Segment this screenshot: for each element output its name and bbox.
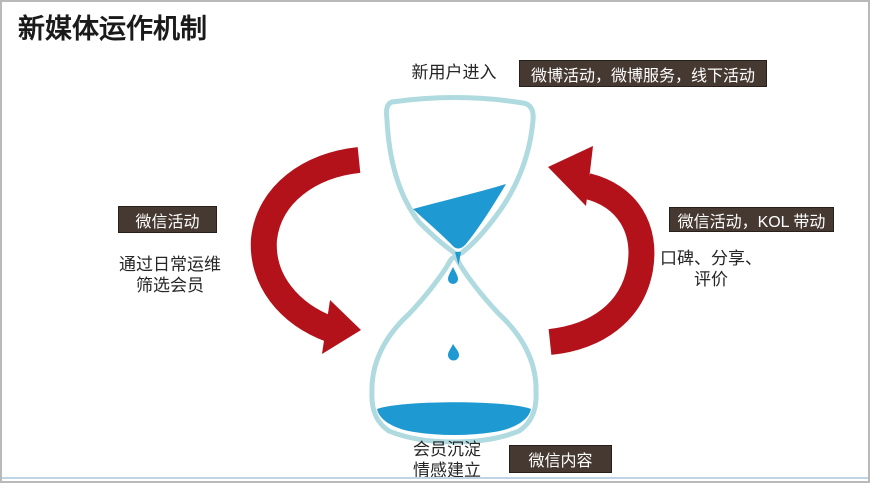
label-bottom-note: 会员沉淀 情感建立	[402, 439, 492, 481]
tag-wechat-content-text: 微信内容	[528, 453, 593, 470]
label-left-note-line1: 通过日常运维	[119, 255, 221, 274]
right-cycle-arrow-icon	[548, 146, 655, 355]
label-right-note: 口碑、分享、 评价	[651, 248, 771, 290]
tag-wechat-kol-text: 微信活动，KOL 带动	[677, 213, 826, 231]
tag-weibo-activities-text: 微博活动，微博服务，线下活动	[530, 67, 755, 85]
label-right-note-line2: 评价	[694, 270, 728, 289]
label-left-note-line2: 筛选会员	[136, 276, 204, 295]
label-bottom-note-line1: 会员沉淀	[413, 440, 481, 459]
left-cycle-arrow-icon	[250, 147, 361, 354]
hourglass-icon	[369, 95, 539, 445]
tag-wechat-activity-text: 微信活动	[135, 213, 200, 231]
tag-weibo-activities: 微博活动，微博服务，线下活动	[519, 60, 767, 87]
bottom-accent-line	[2, 477, 868, 479]
label-left-note: 通过日常运维 筛选会员	[106, 254, 234, 296]
tag-wechat-activity: 微信活动	[118, 206, 217, 233]
label-right-note-line1: 口碑、分享、	[660, 249, 762, 268]
label-bottom-note-line2: 情感建立	[413, 461, 481, 480]
tag-wechat-kol: 微信活动，KOL 带动	[669, 207, 834, 232]
label-new-user: 新用户进入	[411, 63, 497, 82]
tag-wechat-content: 微信内容	[509, 445, 612, 473]
slide-title: 新媒体运作机制	[18, 14, 207, 44]
